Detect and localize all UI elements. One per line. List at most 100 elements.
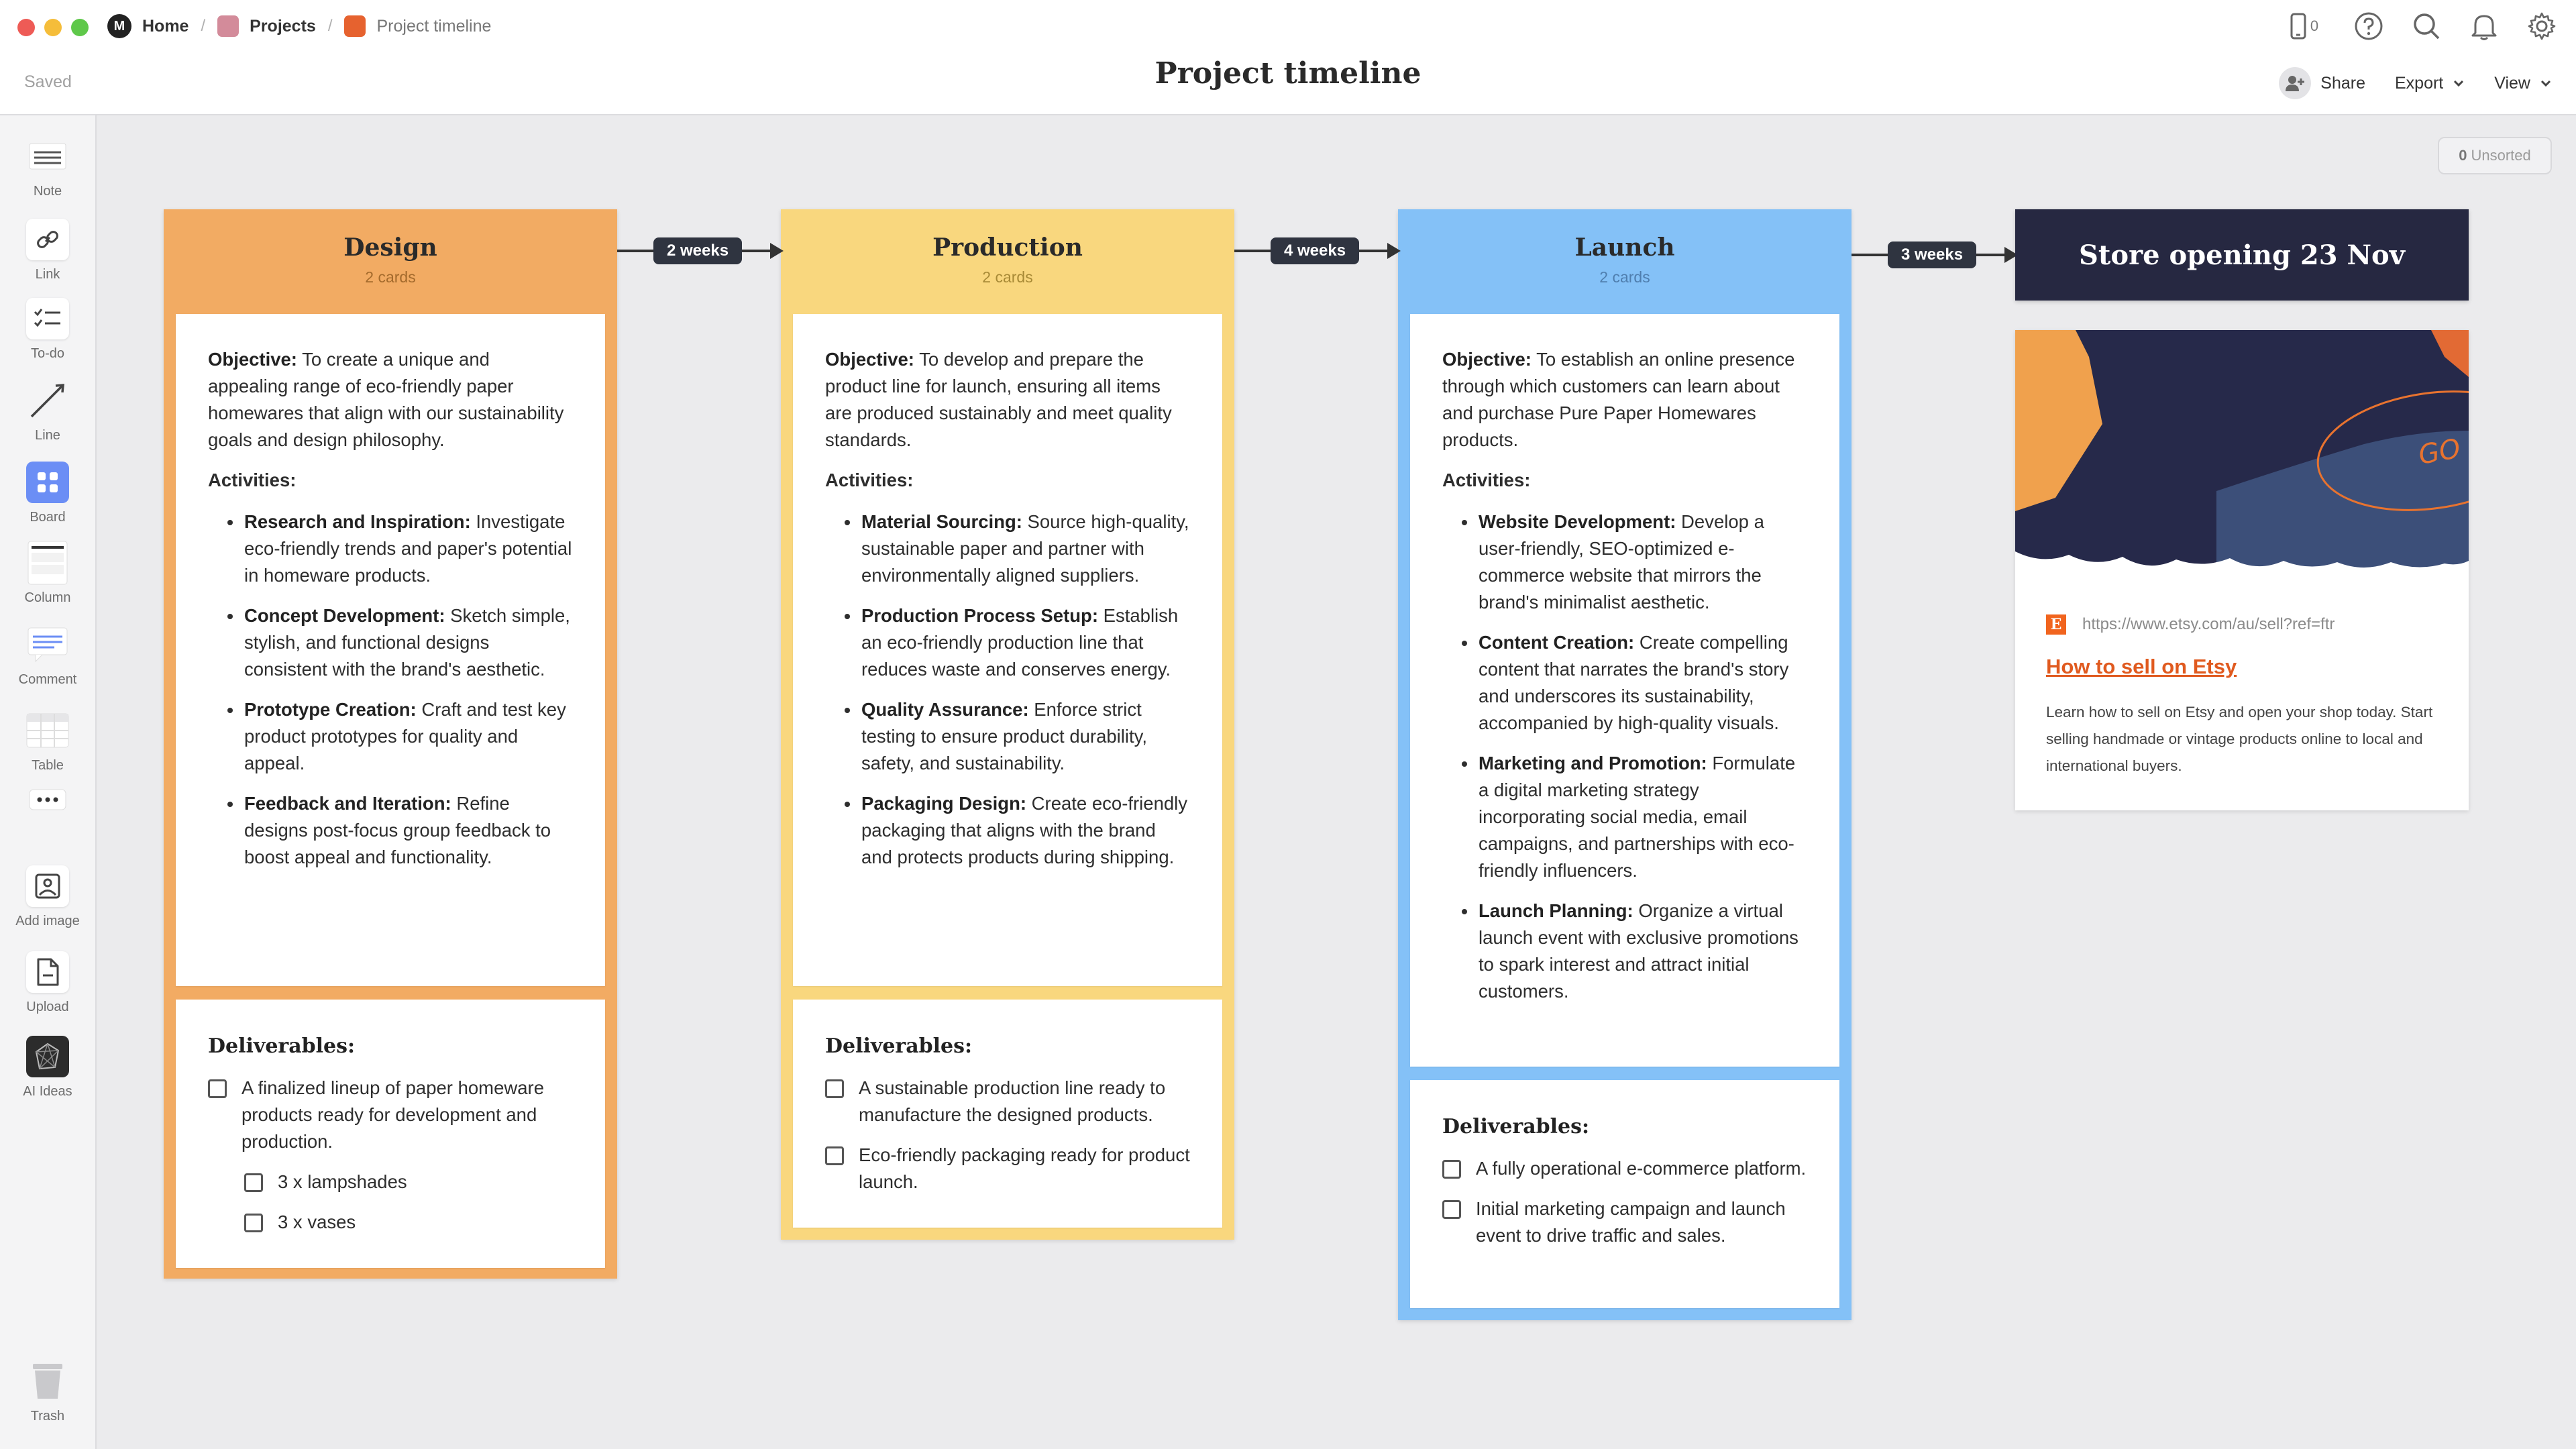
more-tools-button[interactable]	[0, 788, 95, 812]
timeline-board-icon	[344, 15, 366, 37]
column-title[interactable]: Production	[932, 233, 1083, 262]
todo-checkbox[interactable]	[1442, 1160, 1461, 1179]
breadcrumb-home[interactable]: M Home	[107, 14, 189, 38]
board-icon	[26, 462, 69, 503]
tool-ai-ideas[interactable]: AI Ideas	[0, 1036, 95, 1099]
etsy-link-card[interactable]: GO LIVE! E https://www.etsy.com/au/sell?…	[2015, 330, 2469, 810]
tool-comment[interactable]: Comment	[0, 624, 95, 688]
breadcrumb-projects[interactable]: Projects	[217, 15, 316, 37]
todo-checkbox[interactable]	[825, 1079, 844, 1098]
todo-item: A fully operational e-commerce platform.	[1442, 1155, 1807, 1182]
todo-item: A finalized lineup of paper homeware pro…	[208, 1075, 573, 1155]
tool-column[interactable]: Column	[0, 541, 95, 606]
notifications-button[interactable]	[2467, 9, 2501, 43]
zoom-window-button[interactable]	[71, 19, 89, 36]
search-icon	[2414, 13, 2440, 40]
activity-title: Launch Planning:	[1479, 900, 1633, 921]
link-title[interactable]: How to sell on Etsy	[2046, 655, 2237, 678]
tool-table-label: Table	[32, 758, 64, 773]
todo-checkbox[interactable]	[825, 1146, 844, 1165]
unsorted-count: 0	[2459, 147, 2467, 164]
list-item: Packaging Design: Create eco-friendly pa…	[860, 790, 1190, 871]
deliverables-card[interactable]: Deliverables: A fully operational e-comm…	[1410, 1080, 1839, 1308]
comment-icon	[26, 624, 69, 665]
share-button[interactable]: Share	[2279, 67, 2365, 99]
tool-todo-label: To-do	[30, 346, 65, 361]
ai-ideas-icon	[26, 1036, 69, 1077]
todo-checkbox[interactable]	[244, 1214, 263, 1232]
page-title[interactable]: Project timeline	[1155, 56, 1421, 91]
activities-heading: Activities:	[1442, 470, 1531, 490]
list-item: Research and Inspiration: Investigate ec…	[243, 508, 573, 589]
column-header: Production 2 cards	[781, 209, 1234, 314]
activity-text: Enforce strict testing to ensure product…	[861, 699, 1147, 773]
tool-table[interactable]: Table	[0, 710, 95, 773]
connector-label[interactable]: 4 weeks	[1271, 237, 1360, 264]
list-item: Prototype Creation: Craft and test key p…	[243, 696, 573, 777]
deliverables-card[interactable]: Deliverables: A finalized lineup of pape…	[176, 1000, 605, 1268]
activities-heading: Activities:	[825, 470, 914, 490]
tool-note[interactable]: Note	[0, 136, 95, 199]
todo-checkbox[interactable]	[244, 1173, 263, 1192]
todo-checkbox[interactable]	[1442, 1200, 1461, 1219]
column-header: Launch 2 cards	[1398, 209, 1851, 314]
column-production[interactable]: Production 2 cards Objective: To develop…	[781, 209, 1234, 1240]
arrow-head-icon	[1387, 243, 1401, 259]
help-icon	[2355, 12, 2383, 40]
activity-text: Develop a user-friendly, SEO-optimized e…	[1479, 511, 1764, 612]
activity-title: Concept Development:	[244, 605, 445, 626]
breadcrumb-projects-label: Projects	[250, 16, 316, 36]
todo-item: Eco-friendly packaging ready for product…	[825, 1142, 1190, 1195]
tool-link[interactable]: Link	[0, 219, 95, 282]
deliverables-card[interactable]: Deliverables: A sustainable production l…	[793, 1000, 1222, 1228]
board-actions: Share Export View	[2279, 67, 2552, 99]
todo-item: A sustainable production line ready to m…	[825, 1075, 1190, 1128]
help-button[interactable]	[2352, 9, 2385, 43]
view-menu[interactable]: View	[2494, 74, 2552, 93]
tool-line[interactable]: Line	[0, 380, 95, 443]
todo-text: A sustainable production line ready to m…	[859, 1077, 1166, 1125]
column-title[interactable]: Design	[343, 233, 437, 262]
unsorted-button[interactable]: 0 Unsorted	[2438, 137, 2552, 174]
connector-label[interactable]: 2 weeks	[653, 237, 743, 264]
tool-board[interactable]: Board	[0, 462, 95, 525]
arrow-head-icon	[2004, 247, 2018, 263]
deliverables-heading: Deliverables:	[1442, 1115, 1590, 1138]
activity-title: Material Sourcing:	[861, 511, 1022, 532]
connector-label[interactable]: 3 weeks	[1888, 241, 1977, 268]
minimize-window-button[interactable]	[44, 19, 62, 36]
objective-card[interactable]: Objective: To create a unique and appeal…	[176, 314, 605, 986]
todo-text: 3 x vases	[278, 1212, 356, 1232]
activities-list: Material Sourcing: Source high-quality, …	[825, 508, 1190, 871]
chevron-down-icon	[2454, 80, 2464, 87]
activity-title: Prototype Creation:	[244, 699, 417, 720]
objective-card[interactable]: Objective: To establish an online presen…	[1410, 314, 1839, 1067]
search-button[interactable]	[2410, 9, 2443, 43]
link-url[interactable]: E https://www.etsy.com/au/sell?ref=ftr	[2046, 614, 2334, 635]
mobile-devices-button[interactable]: 0	[2281, 9, 2328, 43]
tool-add-image[interactable]: Add image	[0, 865, 95, 929]
card-count: 2 cards	[365, 268, 416, 286]
store-opening-card[interactable]: Store opening 23 Nov	[2015, 209, 2469, 301]
activity-text: Create compelling content that narrates …	[1479, 632, 1789, 733]
column-design[interactable]: Design 2 cards Objective: To create a un…	[164, 209, 617, 1279]
close-window-button[interactable]	[17, 19, 35, 36]
list-item: Website Development: Develop a user-frie…	[1477, 508, 1807, 616]
column-launch[interactable]: Launch 2 cards Objective: To establish a…	[1398, 209, 1851, 1320]
column-icon	[26, 541, 69, 585]
todo-checkbox[interactable]	[208, 1079, 227, 1098]
column-title[interactable]: Launch	[1574, 233, 1675, 262]
arrow-head-icon	[770, 243, 784, 259]
activity-title: Packaging Design:	[861, 793, 1027, 814]
objective-card[interactable]: Objective: To develop and prepare the pr…	[793, 314, 1222, 986]
settings-button[interactable]	[2525, 9, 2559, 43]
export-menu[interactable]: Export	[2395, 74, 2465, 93]
breadcrumb-current[interactable]: Project timeline	[344, 15, 491, 37]
column-header: Design 2 cards	[164, 209, 617, 314]
trash-button[interactable]: Trash	[0, 1360, 95, 1424]
save-status: Saved	[24, 72, 72, 91]
tool-upload[interactable]: Upload	[0, 951, 95, 1015]
todo-icon	[26, 298, 69, 339]
tool-todo[interactable]: To-do	[0, 298, 95, 362]
objective: Objective: To develop and prepare the pr…	[825, 346, 1190, 453]
